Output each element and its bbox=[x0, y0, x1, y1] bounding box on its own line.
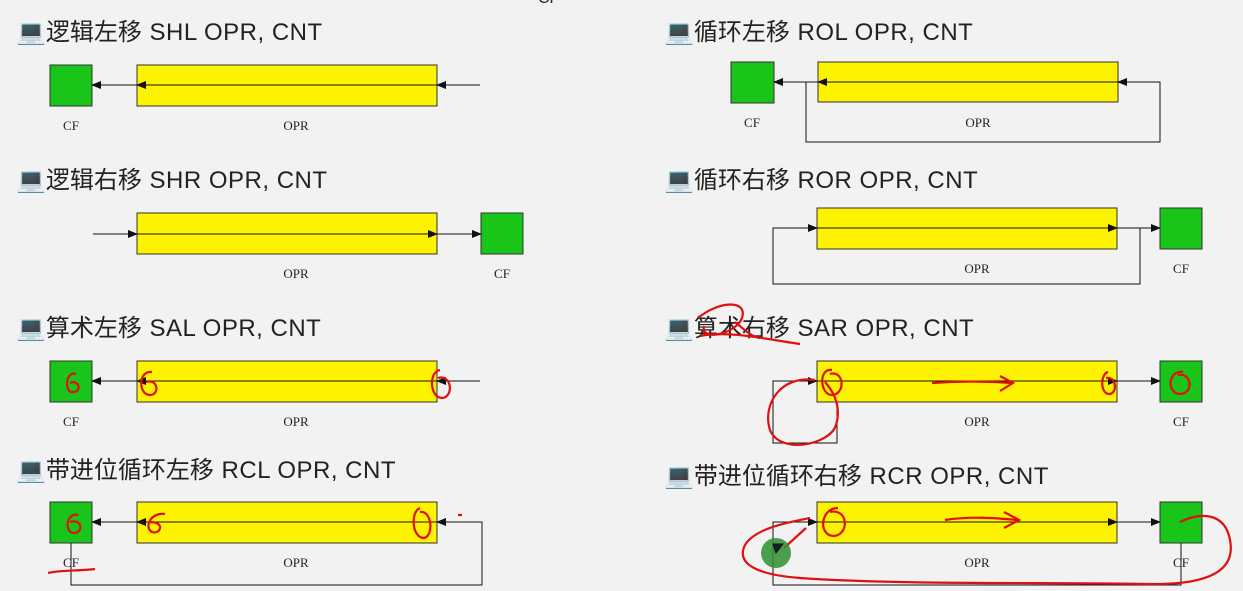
red-underline bbox=[47, 567, 96, 575]
top-cut-text: CF bbox=[538, 0, 559, 8]
loop-line bbox=[805, 78, 1161, 143]
diagram-rcl: CF OPR bbox=[47, 501, 483, 586]
op-instruction: RCL OPR, CNT bbox=[221, 457, 396, 484]
red-underline bbox=[699, 333, 801, 346]
cf-box bbox=[49, 64, 93, 107]
computer-monitor-icon: 💻 bbox=[664, 166, 694, 194]
loop-line bbox=[772, 377, 838, 444]
red-annotations bbox=[47, 506, 462, 575]
cf-box bbox=[1159, 207, 1203, 250]
op-instruction: ROR OPR, CNT bbox=[797, 167, 979, 194]
cf-label: CF bbox=[744, 115, 760, 130]
red-scribble bbox=[412, 506, 432, 540]
red-scribble bbox=[140, 370, 158, 397]
red-annotations bbox=[697, 303, 1191, 446]
cursor-arrow-icon bbox=[772, 543, 785, 555]
red-scribble bbox=[430, 368, 451, 400]
opr-label: OPR bbox=[964, 261, 990, 276]
title-rcl: 💻带进位循环左移 RCL OPR, CNT bbox=[16, 450, 396, 485]
title-rcr: 💻带进位循环右移 RCR OPR, CNT bbox=[664, 456, 1049, 491]
computer-monitor-icon: 💻 bbox=[664, 462, 694, 490]
op-instruction: ROL OPR, CNT bbox=[797, 19, 974, 46]
cf-box bbox=[480, 212, 524, 255]
title-ror: 💻循环右移 ROR OPR, CNT bbox=[664, 160, 978, 195]
cf-label: CF bbox=[494, 266, 510, 281]
op-instruction: SHL OPR, CNT bbox=[149, 19, 323, 46]
cf-label: CF bbox=[1173, 261, 1189, 276]
cf-box bbox=[49, 360, 93, 403]
title-rol: 💻循环左移 ROL OPR, CNT bbox=[664, 12, 973, 47]
opr-label: OPR bbox=[283, 555, 309, 570]
computer-monitor-icon: 💻 bbox=[664, 18, 694, 46]
cf-label: CF bbox=[63, 414, 79, 429]
cf-label: CF bbox=[63, 118, 79, 133]
computer-monitor-icon: 💻 bbox=[664, 314, 694, 342]
red-scribble bbox=[66, 513, 82, 535]
red-loop-scribble bbox=[767, 378, 839, 446]
title-sal: 💻算术左移 SAL OPR, CNT bbox=[16, 308, 321, 343]
opr-label: OPR bbox=[283, 118, 309, 133]
cf-box bbox=[730, 61, 775, 104]
op-name: 循环右移 bbox=[693, 166, 790, 194]
red-scribble bbox=[1101, 370, 1116, 396]
diagram-sar: OPR CF bbox=[697, 303, 1203, 446]
cf-label: CF bbox=[63, 555, 79, 570]
opr-label: OPR bbox=[283, 414, 309, 429]
red-scribble bbox=[734, 321, 761, 340]
computer-monitor-icon: 💻 bbox=[16, 18, 46, 46]
opr-label: OPR bbox=[964, 555, 990, 570]
loop-line bbox=[772, 224, 1141, 285]
red-scribble bbox=[821, 368, 843, 397]
op-name: 逻辑左移 bbox=[45, 18, 142, 46]
op-name: 算术左移 bbox=[45, 314, 142, 342]
op-instruction: SAL OPR, CNT bbox=[149, 315, 322, 342]
title-shl: 💻逻辑左移 SHL OPR, CNT bbox=[16, 12, 323, 47]
red-scribble bbox=[822, 506, 846, 538]
computer-monitor-icon: 💻 bbox=[16, 166, 46, 194]
computer-monitor-icon: 💻 bbox=[16, 456, 46, 484]
red-annotations bbox=[66, 368, 451, 400]
diagram-shl: CF OPR bbox=[49, 64, 480, 133]
red-scribble bbox=[66, 372, 80, 394]
op-instruction: SHR OPR, CNT bbox=[149, 167, 328, 194]
opr-label: OPR bbox=[283, 266, 309, 281]
cf-box bbox=[1159, 360, 1203, 403]
title-sar: 💻算术右移 SAR OPR, CNT bbox=[664, 308, 974, 343]
op-instruction: SAR OPR, CNT bbox=[797, 315, 975, 342]
op-name: 循环左移 bbox=[693, 18, 790, 46]
red-scribble bbox=[697, 303, 744, 336]
diagram-rcr: OPR CF bbox=[741, 501, 1232, 586]
op-name: 带进位循环左移 bbox=[45, 456, 214, 484]
diagram-rol: CF OPR bbox=[730, 61, 1161, 143]
diagram-shr: OPR CF bbox=[93, 212, 524, 281]
computer-monitor-icon: 💻 bbox=[16, 314, 46, 342]
red-arrow-scribble bbox=[931, 375, 1016, 392]
red-scribble bbox=[147, 512, 166, 534]
diagram-ror: OPR CF bbox=[772, 207, 1203, 285]
op-instruction: RCR OPR, CNT bbox=[869, 463, 1049, 490]
op-name: 带进位循环右移 bbox=[693, 462, 862, 490]
opr-label: OPR bbox=[964, 414, 990, 429]
red-loop-scribble bbox=[741, 514, 1232, 586]
red-arrow-scribble bbox=[944, 511, 1022, 529]
op-name: 逻辑右移 bbox=[45, 166, 142, 194]
red-scribble bbox=[1169, 370, 1191, 396]
cf-label: CF bbox=[1173, 555, 1189, 570]
cf-label: CF bbox=[1173, 414, 1189, 429]
diagram-sal: CF OPR bbox=[49, 360, 480, 429]
opr-label: OPR bbox=[965, 115, 991, 130]
title-shr: 💻逻辑右移 SHR OPR, CNT bbox=[16, 160, 328, 195]
